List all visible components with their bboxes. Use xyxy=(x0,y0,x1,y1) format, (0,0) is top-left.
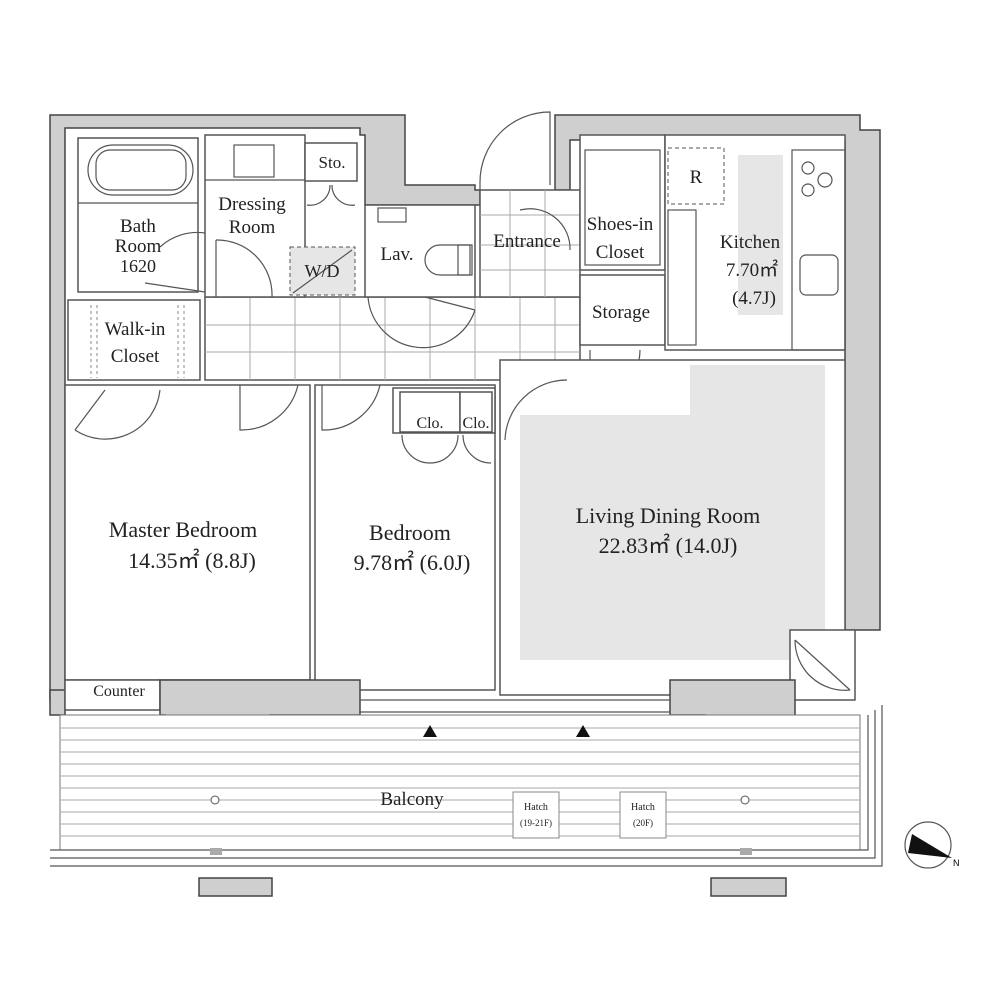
hatch2-floors: (20F) xyxy=(633,818,653,828)
shoes-closet: Shoes-in Closet Storage xyxy=(579,134,666,401)
master-bedroom-area: 14.35㎡ (8.8J) xyxy=(128,548,256,573)
shoes-closet-label-2: Closet xyxy=(596,242,645,263)
dressing-room: Dressing Room Sto. W/D xyxy=(204,134,358,298)
master-bedroom: Master Bedroom 14.35㎡ (8.8J) Counter xyxy=(64,384,311,711)
bath-label: Bath xyxy=(120,216,156,237)
bedroom-label: Bedroom xyxy=(369,520,451,545)
refrigerator-label: R xyxy=(690,167,703,188)
walk-in-closet-label-2: Closet xyxy=(111,346,160,367)
shoes-closet-label: Shoes-in xyxy=(587,214,654,235)
door-swing xyxy=(215,239,273,298)
lavatory: Lav. xyxy=(364,204,476,349)
bedroom-area: 9.78㎡ (6.0J) xyxy=(354,550,471,575)
dressing-label: Dressing xyxy=(218,194,286,215)
living-dining-room: Living Dining Room 22.83㎡ (14.0J) xyxy=(499,359,856,701)
kitchen-jo: (4.7J) xyxy=(732,288,776,309)
hatch1-label: Hatch xyxy=(524,802,548,813)
toilet-icon xyxy=(424,244,471,276)
balcony: Balcony Hatch (19-21F) Hatch (20F) xyxy=(50,705,883,897)
walk-in-closet-label: Walk-in xyxy=(105,319,166,340)
bathtub-icon xyxy=(87,144,194,196)
hatch2-label: Hatch xyxy=(631,802,655,813)
kitchen-area: 7.70㎡ xyxy=(726,258,778,281)
balcony-label: Balcony xyxy=(380,789,444,810)
storage-small-label: Sto. xyxy=(319,153,346,172)
storage-label: Storage xyxy=(592,302,650,323)
compass-north-label: N xyxy=(953,858,960,868)
living-area: 22.83㎡ (14.0J) xyxy=(599,533,738,558)
bedroom: Clo. Clo. Bedroom 9.78㎡ (6.0J) xyxy=(314,384,496,691)
master-bedroom-label: Master Bedroom xyxy=(109,517,257,542)
hatch1-floors: (19-21F) xyxy=(520,818,552,828)
bath-label-2: Room xyxy=(115,236,162,257)
bath-room: Bath Room 1620 xyxy=(77,137,206,293)
entrance-label: Entrance xyxy=(493,231,561,252)
lavatory-label: Lav. xyxy=(380,244,413,265)
dressing-label-2: Room xyxy=(229,217,276,238)
living-label: Living Dining Room xyxy=(576,503,761,528)
walk-in-closet: Walk-in Closet xyxy=(67,299,201,381)
closet-a-label: Clo. xyxy=(416,415,443,432)
kitchen-label: Kitchen xyxy=(720,232,781,253)
kitchen: R Kitchen 7.70㎡ (4.7J) xyxy=(664,134,846,351)
counter-label: Counter xyxy=(93,683,145,700)
compass-icon: N xyxy=(904,821,960,869)
washer-dryer-label: W/D xyxy=(305,261,340,281)
entrance-door[interactable] xyxy=(479,111,551,190)
closet-b-label: Clo. xyxy=(462,415,489,432)
bath-size: 1620 xyxy=(120,256,156,276)
